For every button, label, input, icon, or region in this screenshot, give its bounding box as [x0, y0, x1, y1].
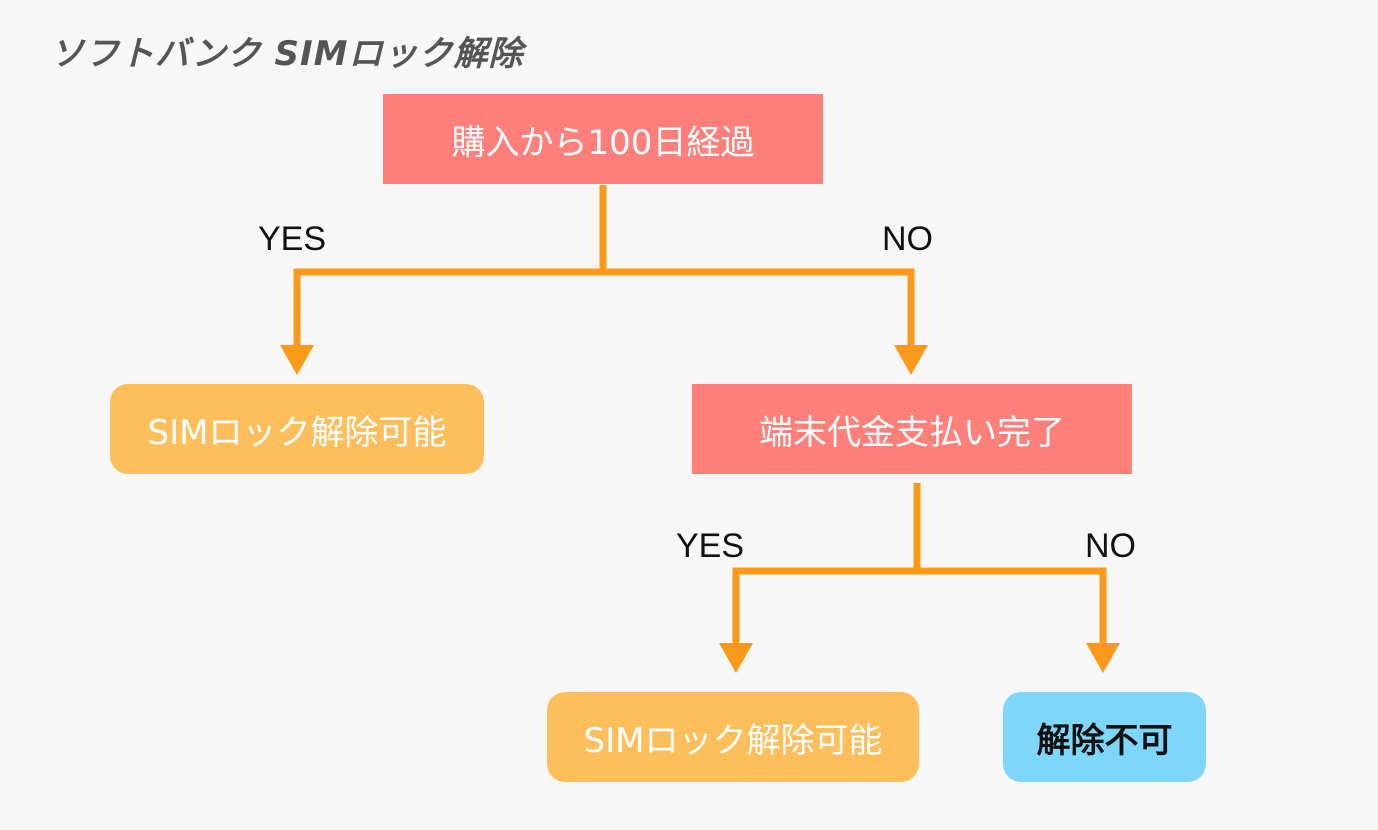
- decision-payment-complete: 端末代金支払い完了: [692, 384, 1132, 474]
- result-unlock-not-possible: 解除不可: [1003, 692, 1206, 782]
- connector-q2-yes: [732, 567, 917, 650]
- arrowhead-q1-yes: [280, 345, 314, 375]
- branch-label-q1-yes: YES: [258, 220, 327, 258]
- arrowhead-q2-no: [1086, 643, 1120, 673]
- arrowhead-q2-yes: [719, 643, 753, 673]
- branch-label-q2-no: NO: [1085, 527, 1136, 565]
- result-unlock-possible-1: SIMロック解除可能: [110, 384, 484, 474]
- arrowhead-q1-no: [894, 345, 928, 375]
- connector-q1-yes: [293, 268, 603, 352]
- diagram-title: ソフトバンク SIMロック解除: [50, 34, 524, 74]
- connector-q1-no: [603, 268, 915, 352]
- branch-label-q1-no: NO: [882, 220, 933, 258]
- decision-purchase-100-days: 購入から100日経過: [383, 94, 823, 184]
- result-unlock-possible-2: SIMロック解除可能: [547, 692, 919, 782]
- connector-q2-no: [917, 567, 1107, 650]
- branch-label-q2-yes: YES: [676, 527, 745, 565]
